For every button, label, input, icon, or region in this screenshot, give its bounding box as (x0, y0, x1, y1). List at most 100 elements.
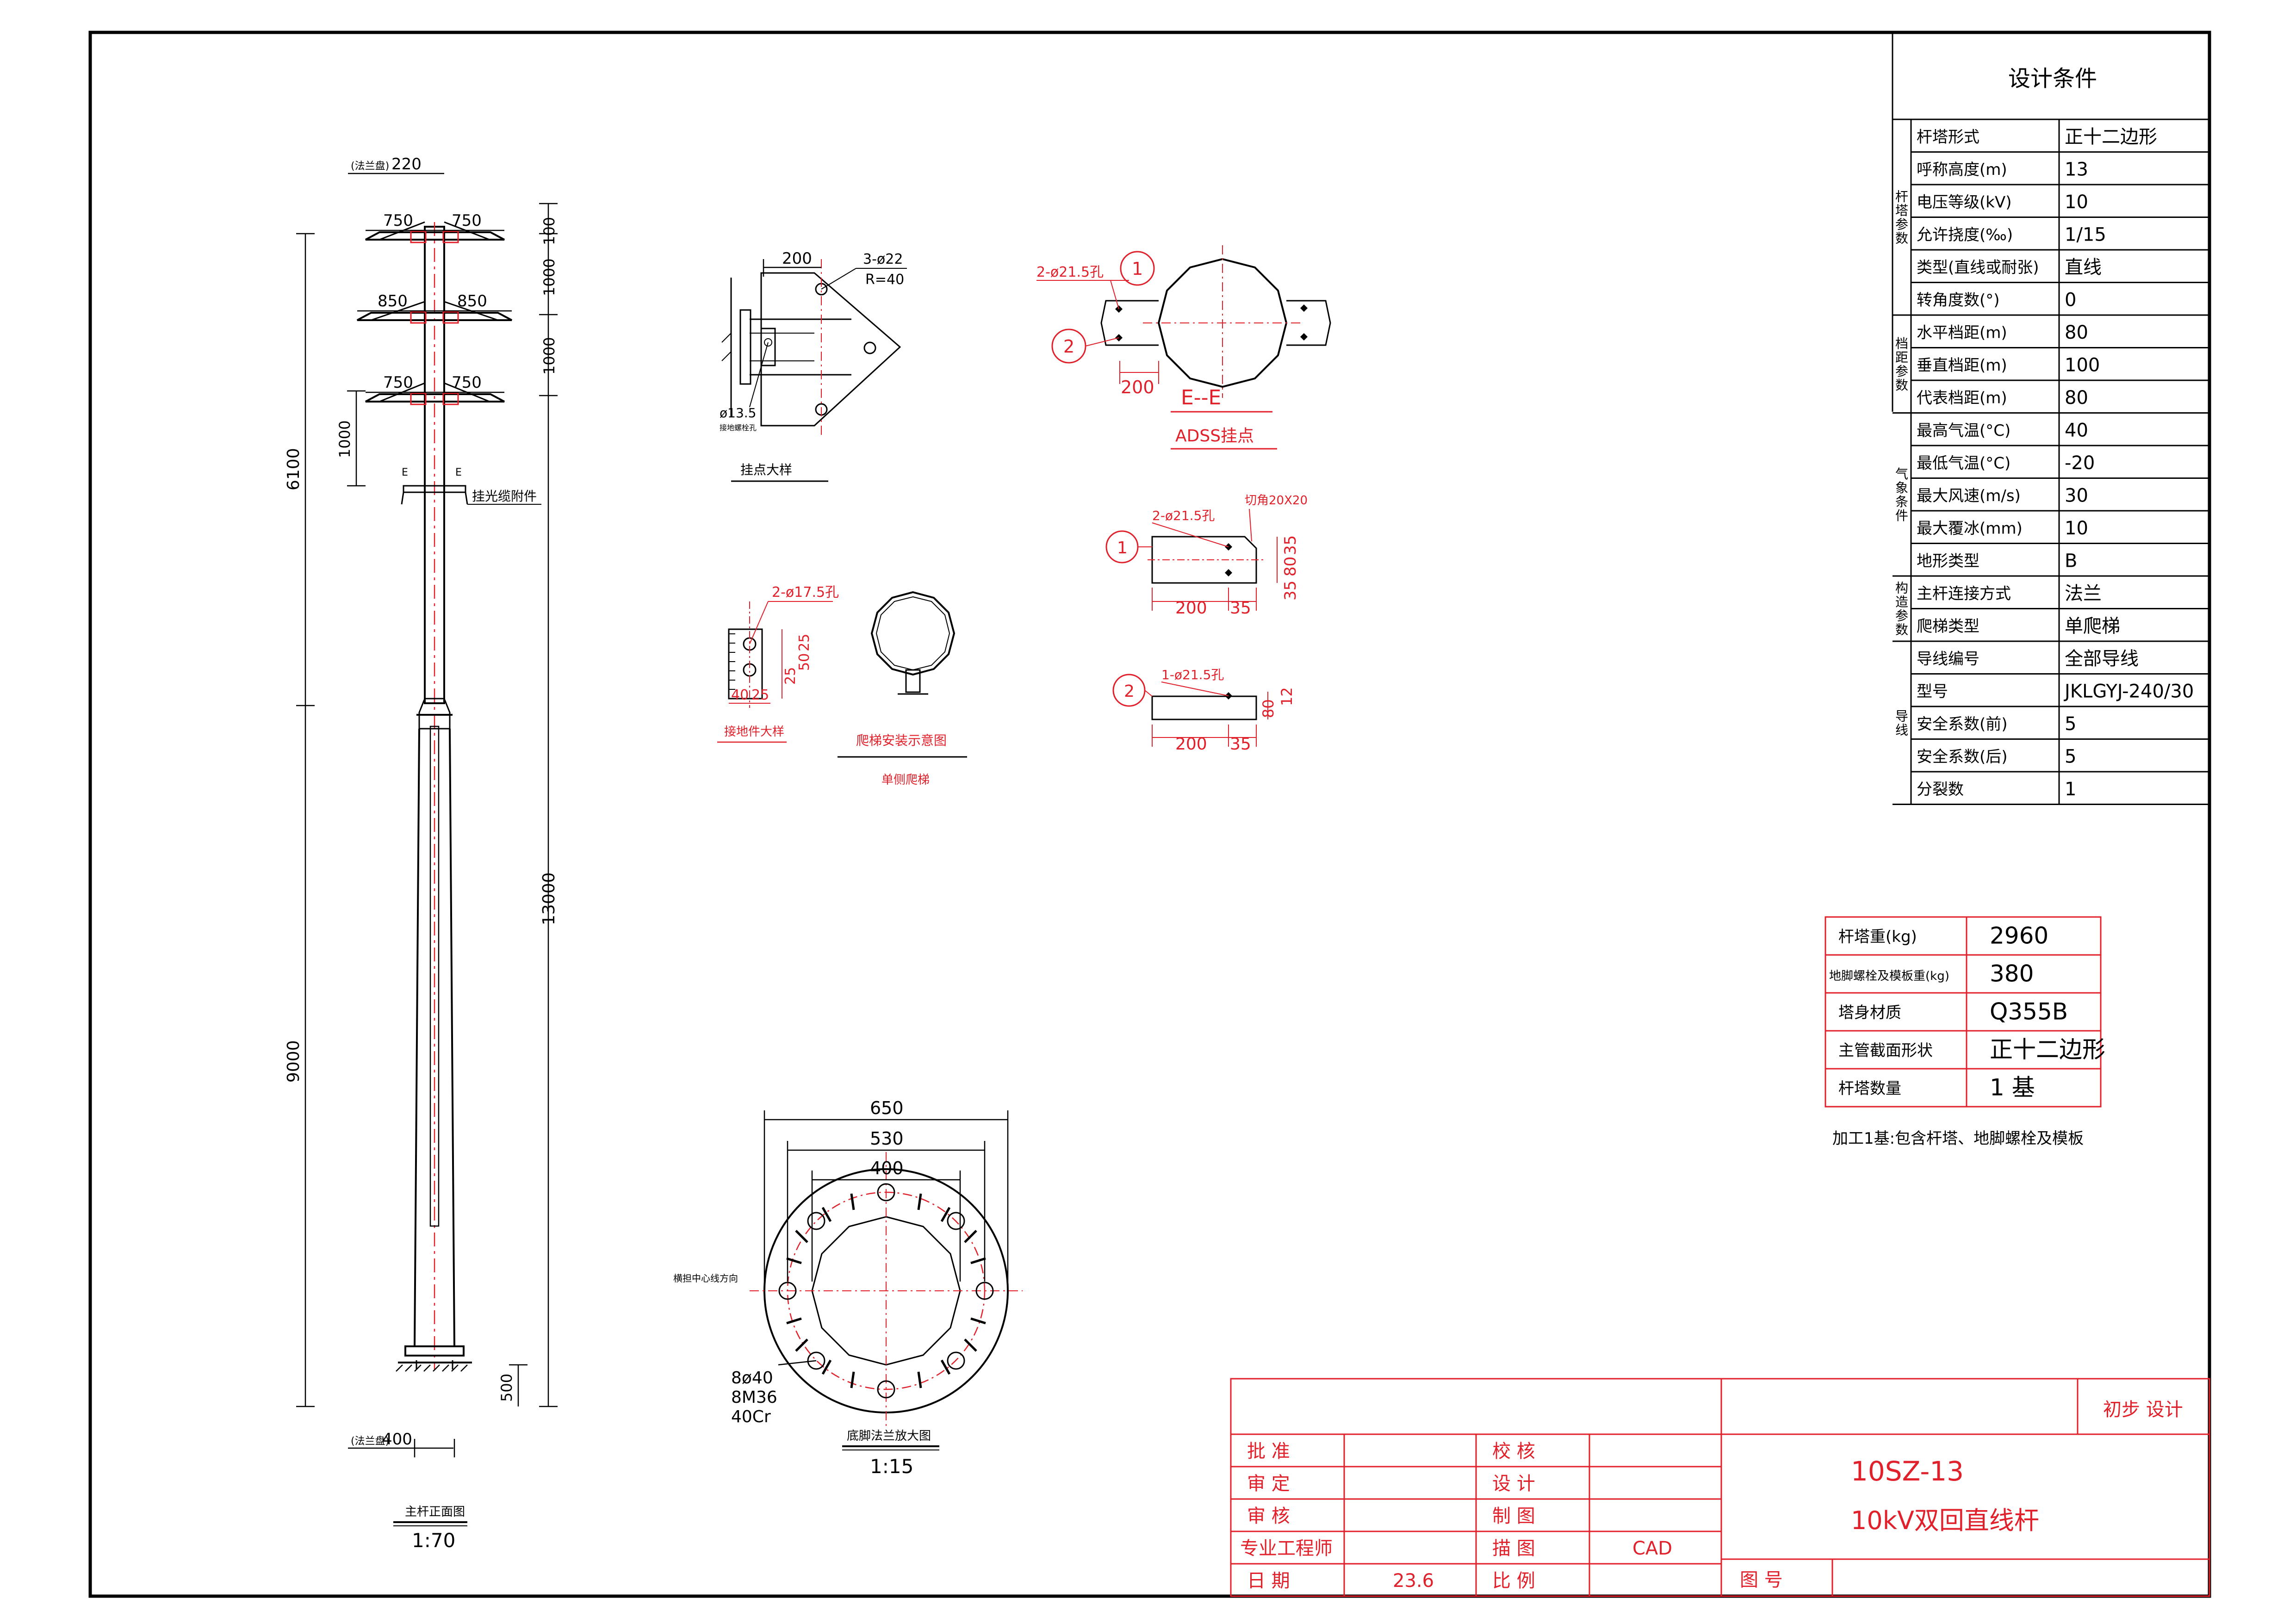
date-label: 日 期 (1247, 1570, 1290, 1592)
section-marker-2: 2 (1063, 336, 1074, 357)
weight-value: 正十二边形 (1990, 1036, 2105, 1063)
condition-value: 1 (2065, 779, 2076, 800)
plate1-dim-200: 200 (1175, 599, 1207, 618)
condition-name: 分裂数 (1917, 780, 1964, 799)
section-marker-1: 1 (1132, 259, 1143, 279)
arm1-right-dim: 750 (452, 211, 482, 230)
check-label: 校 核 (1492, 1441, 1535, 1462)
dim-13000: 13000 (540, 872, 558, 925)
condition-name: 类型(直线或耐张) (1917, 258, 2039, 277)
condition-name: 主杆连接方式 (1917, 584, 2011, 603)
weight-value: 2960 (1990, 922, 2048, 949)
condition-group-label: 杆塔参数 (1895, 189, 1908, 246)
plate1-v35a: 35 (1281, 535, 1300, 555)
condition-value: 直线 (2065, 257, 2102, 278)
weight-name: 塔身材质 (1838, 1004, 1901, 1022)
condition-name: 转角度数(°) (1917, 291, 2000, 310)
ground-dim-25h: 25 (751, 687, 769, 703)
condition-name: 导线编号 (1917, 650, 1980, 668)
sheet-border (88, 31, 2211, 1598)
condition-value: 全部导线 (2065, 648, 2139, 669)
condition-value: 13 (2065, 159, 2088, 180)
dim-1000-a: 1000 (540, 259, 558, 296)
section-subtitle: ADSS挂点 (1175, 427, 1254, 446)
section-title: E--E (1181, 386, 1221, 409)
weight-name: 杆塔重(kg) (1838, 928, 1917, 946)
ground-dim-25a: 25 (796, 634, 813, 651)
condition-value: -20 (2065, 452, 2095, 474)
condition-value: 10 (2065, 192, 2088, 213)
weight-value: 380 (1990, 960, 2034, 987)
condition-name: 最大风速(m/s) (1917, 487, 2021, 505)
flange-dim-530: 530 (870, 1128, 904, 1149)
arm1-left-dim: 750 (383, 211, 413, 230)
flange-holes-1: 8ø40 (731, 1369, 773, 1388)
flange-scale: 1:15 (870, 1455, 913, 1478)
condition-name: 安全系数(前) (1917, 715, 2008, 733)
condition-value: 10 (2065, 518, 2088, 539)
section-dim-200: 200 (1121, 377, 1154, 397)
dim-1000-b: 1000 (540, 337, 558, 375)
decide-label: 审 定 (1247, 1473, 1290, 1494)
detail-ladder: 爬梯安装示意图 单侧爬梯 (838, 591, 967, 787)
arm3-right-dim: 750 (452, 373, 482, 392)
flange-dim-650: 650 (870, 1098, 904, 1118)
title-block: 初步 设计 批 准 校 核 审 定 设 计 审 核 制 图 专业工程师 描 图 … (1230, 1378, 2210, 1597)
plate2-v12: 12 (1278, 687, 1296, 706)
plate1-marker: 1 (1117, 539, 1128, 558)
ground-dim-50: 50 (796, 653, 813, 671)
condition-name: 电压等级(kV) (1917, 193, 2011, 211)
dim-500: 500 (498, 1374, 515, 1402)
plate2-marker: 2 (1124, 682, 1135, 701)
hang-title: 挂点大样 (740, 462, 792, 477)
condition-name: 最高气温(°C) (1917, 421, 2011, 440)
condition-group-label: 导线 (1895, 708, 1908, 737)
plate1-holes: 2-ø21.5孔 (1152, 508, 1215, 523)
drawing-no-label: 图 号 (1740, 1569, 1783, 1591)
ground-holes: 2-ø17.5孔 (772, 584, 839, 601)
plate2-holes: 1-ø21.5孔 (1161, 667, 1224, 682)
detail-plate-2: 2 1-ø21.5孔 200 35 80 12 (1112, 667, 1296, 754)
detail-section-e: 1 2 2-ø21.5孔 200 E--E ADSS挂点 (1036, 245, 1331, 450)
detail-plate-1: 1 2-ø21.5孔 切角20X20 200 35 35 80 35 (1105, 494, 1308, 618)
condition-value: 单爬梯 (2065, 615, 2120, 637)
weight-name: 地脚螺栓及模板重(kg) (1829, 969, 1949, 983)
plate1-chamfer: 切角20X20 (1245, 494, 1308, 508)
condition-value: 5 (2065, 746, 2076, 767)
condition-name: 地形类型 (1917, 552, 1980, 570)
drawing-code: 10SZ-13 (1851, 1456, 1964, 1487)
section-mark-e-left: E (402, 467, 408, 478)
section-mark-e-right: E (455, 467, 462, 478)
condition-value: 正十二边形 (2065, 126, 2157, 148)
condition-value: B (2065, 550, 2077, 571)
condition-name: 允许挠度(‰) (1917, 226, 2013, 244)
plate2-dim-35: 35 (1230, 735, 1251, 754)
trace-value: CAD (1632, 1538, 1672, 1559)
plate2-v80: 80 (1260, 699, 1277, 718)
condition-name: 安全系数(后) (1917, 748, 2008, 766)
detail-hang-point: 200 3-ø22 R=40 ø13.5 接地螺栓孔 挂点大样 (720, 249, 907, 482)
weights-note: 加工1基:包含杆塔、地脚螺栓及模板 (1832, 1129, 2084, 1148)
plate1-dim-35: 35 (1230, 599, 1251, 618)
arm3-left-dim: 750 (383, 373, 413, 392)
adss-label: 挂光缆附件 (472, 489, 537, 504)
pole-base-flange (404, 1345, 465, 1357)
engineer-label: 专业工程师 (1240, 1538, 1333, 1559)
design-label: 设 计 (1492, 1473, 1535, 1494)
flange-dim-400: 400 (870, 1158, 904, 1178)
stage-label: 初步 设计 (2103, 1399, 2183, 1420)
condition-name: 呼称高度(m) (1917, 161, 2007, 179)
plate2-dim-200: 200 (1175, 735, 1207, 754)
ladder-title: 爬梯安装示意图 (856, 733, 947, 748)
flange-title: 底脚法兰放大图 (847, 1429, 931, 1443)
dim-6100: 6100 (284, 448, 303, 490)
flange-holes-3: 40Cr (731, 1407, 771, 1426)
hang-small-hole-note: 接地螺栓孔 (720, 423, 757, 432)
dim-9000: 9000 (284, 1040, 303, 1083)
adss-bracket (403, 485, 466, 493)
approve-label: 批 准 (1247, 1441, 1290, 1462)
arm2-left-dim: 850 (378, 292, 408, 310)
condition-value: 80 (2065, 387, 2088, 409)
